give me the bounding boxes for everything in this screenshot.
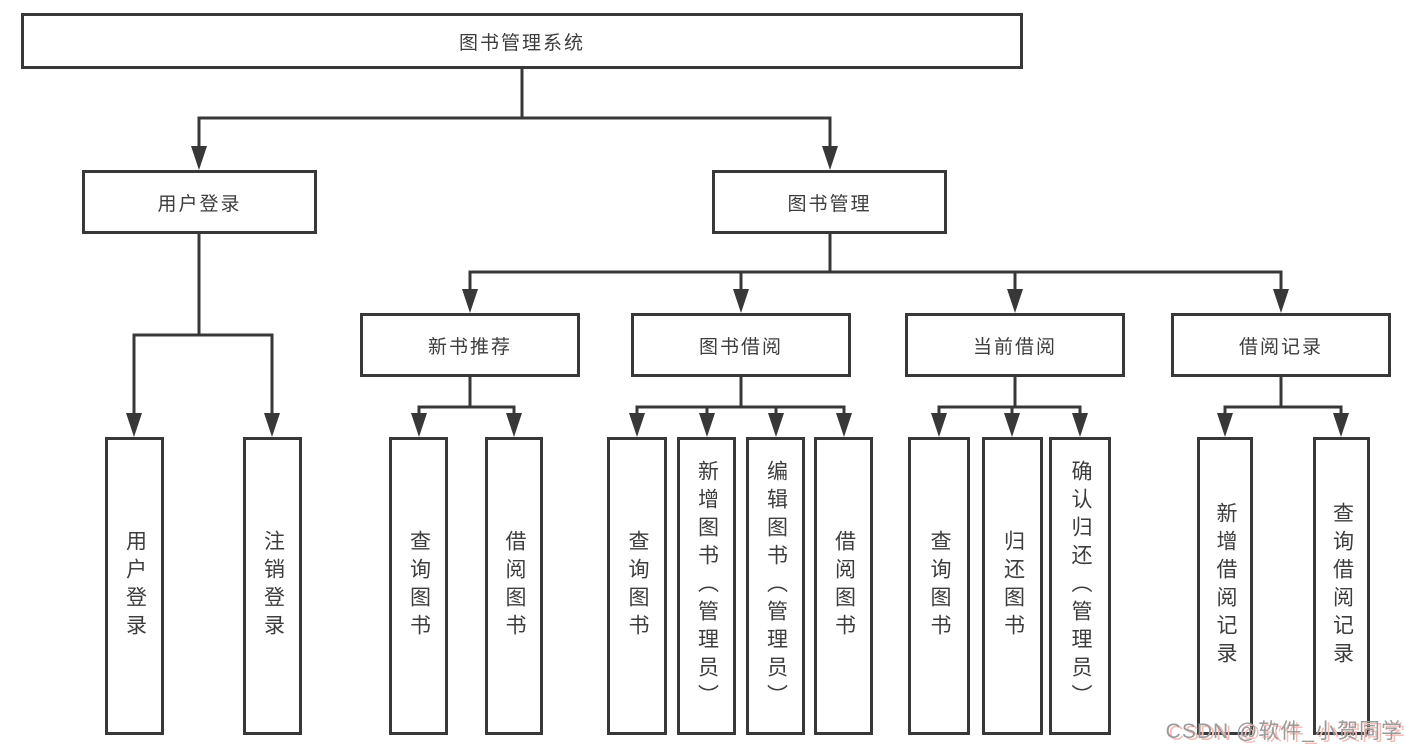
node-current-borrowing-label: 当前借阅	[972, 336, 1057, 358]
node-user-login-label: 用户登录	[157, 193, 242, 215]
leaf-newbook-borrow-books: 借阅图书	[485, 437, 543, 735]
node-book-management-label: 图书管理	[787, 193, 872, 215]
leaf-current-return-books-label: 归还图书	[1001, 530, 1025, 642]
leaf-records-add-record-label: 新增借阅记录	[1214, 502, 1238, 670]
leaf-user-login: 用户登录	[105, 437, 164, 735]
node-borrowing-records-label: 借阅记录	[1238, 336, 1323, 358]
leaf-current-query-books: 查询图书	[908, 437, 970, 735]
leaf-borrowing-edit-books-admin-label: 编辑图书（管理员）	[764, 460, 788, 712]
leaf-borrowing-add-books-admin-label: 新增图书（管理员）	[695, 460, 719, 712]
leaf-records-query-record: 查询借阅记录	[1313, 437, 1370, 735]
leaf-current-return-books: 归还图书	[982, 437, 1043, 735]
node-library-management-system: 图书管理系统	[21, 13, 1023, 69]
node-book-borrowing-label: 图书借阅	[698, 336, 783, 358]
leaf-borrowing-edit-books-admin: 编辑图书（管理员）	[746, 437, 805, 735]
leaf-borrowing-query-books-label: 查询图书	[626, 530, 650, 642]
leaf-borrowing-borrow-books-label: 借阅图书	[832, 530, 856, 642]
leaf-borrowing-add-books-admin: 新增图书（管理员）	[677, 437, 736, 735]
leaf-borrowing-query-books: 查询图书	[607, 437, 667, 735]
leaf-logout: 注销登录	[243, 437, 302, 735]
node-book-borrowing: 图书借阅	[631, 313, 851, 377]
leaf-user-login-label: 用户登录	[123, 530, 147, 642]
node-user-login: 用户登录	[82, 170, 317, 234]
arrowheads	[126, 146, 1349, 437]
leaf-current-confirm-return-admin: 确认归还（管理员）	[1049, 437, 1111, 735]
node-current-borrowing: 当前借阅	[905, 313, 1125, 377]
node-borrowing-records: 借阅记录	[1171, 313, 1391, 377]
node-new-book-recommendation: 新书推荐	[360, 313, 580, 377]
leaf-current-query-books-label: 查询图书	[928, 530, 952, 642]
leaf-records-add-record: 新增借阅记录	[1197, 437, 1253, 735]
leaf-records-query-record-label: 查询借阅记录	[1330, 502, 1354, 670]
csdn-watermark: CSDN @软件_小贺同学	[1165, 720, 1403, 743]
connector-shafts	[132, 64, 1343, 417]
leaf-borrowing-borrow-books: 借阅图书	[814, 437, 873, 735]
leaf-current-confirm-return-admin-label: 确认归还（管理员）	[1069, 460, 1093, 712]
node-book-management: 图书管理	[712, 170, 947, 234]
leaf-logout-label: 注销登录	[261, 530, 285, 642]
leaf-newbook-query-books-label: 查询图书	[407, 530, 431, 642]
leaf-newbook-borrow-books-label: 借阅图书	[503, 530, 527, 642]
node-library-management-system-label: 图书管理系统	[458, 32, 585, 54]
node-new-book-recommendation-label: 新书推荐	[427, 336, 512, 358]
leaf-newbook-query-books: 查询图书	[389, 437, 448, 735]
